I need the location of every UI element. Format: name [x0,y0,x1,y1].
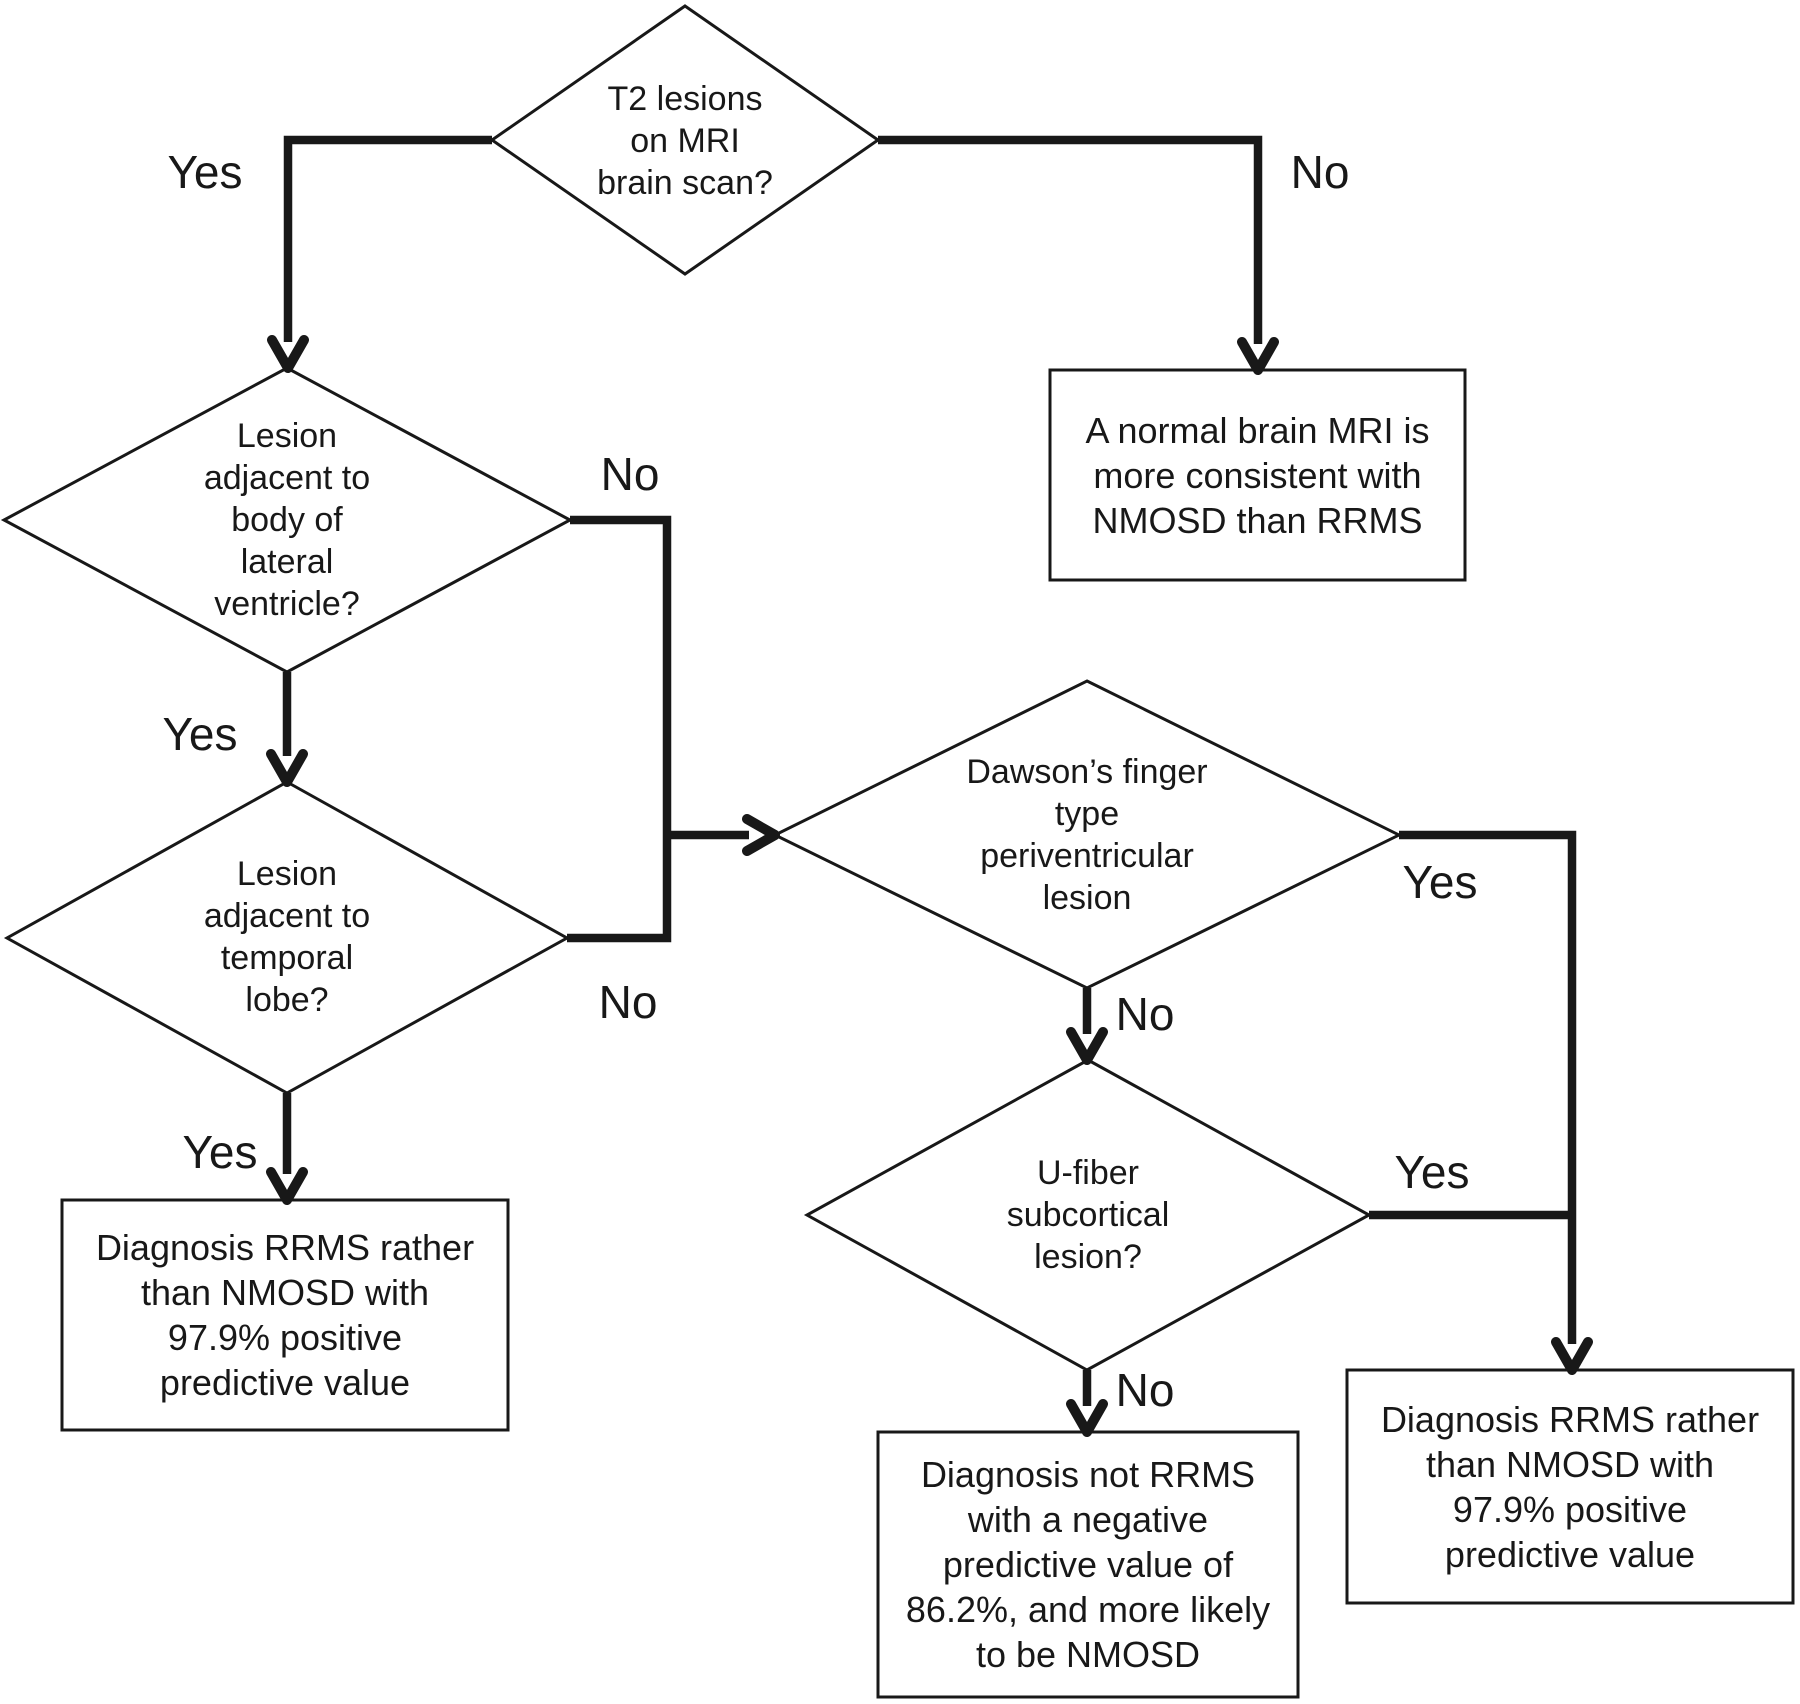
edge-t2-no [878,135,1279,375]
edge-label-ventricle-yes: Yes [162,708,238,760]
edge-label-dawsons-no: No [1115,988,1175,1040]
decision-dawsons-finger-label: Dawson’s finger type periventricular les… [966,753,1208,917]
decision-t2-lesions-label: T2 lesions on MRI brain scan? [597,80,773,202]
edge-label-ventricle-no: No [600,448,660,500]
result-not-rrms-label: Diagnosis not RRMS with a negative predi… [905,1454,1271,1675]
edge-label-temporal-yes: Yes [182,1126,258,1178]
edge-no-collector [567,515,672,943]
edge-dawsons-yes [1399,830,1593,1375]
decision-u-fiber-label: U-fiber subcortical lesion? [1006,1154,1170,1276]
result-rrms-left-box [60,1198,510,1432]
edge-t2-yes [267,135,492,373]
result-rrms-left-label: Diagnosis RRMS rather than NMOSD with 97… [95,1227,475,1403]
result-rrms-right-box [1345,1368,1795,1605]
decision-t2-lesions-diamond [489,4,881,276]
edge-label-ufiber-no: No [1115,1364,1175,1416]
decision-temporal-lobe-label: Lesion adjacent to temporal lobe? [203,855,371,1019]
edge-label-temporal-no: No [598,976,658,1028]
result-normal-mri-label: A normal brain MRI is more consistent wi… [1085,409,1430,541]
result-rrms-right-label: Diagnosis RRMS rather than NMOSD with 97… [1380,1398,1760,1575]
result-not-rrms-box [876,1430,1300,1699]
edge-label-ufiber-yes: Yes [1394,1146,1470,1198]
edge-label-t2-no: No [1290,146,1350,198]
edge-label-dawsons-yes: Yes [1402,856,1478,908]
result-normal-mri-box [1048,368,1467,582]
edge-label-t2-yes: Yes [167,146,243,198]
decision-lateral-ventricle-label: Lesion adjacent to body of lateral ventr… [203,417,371,623]
